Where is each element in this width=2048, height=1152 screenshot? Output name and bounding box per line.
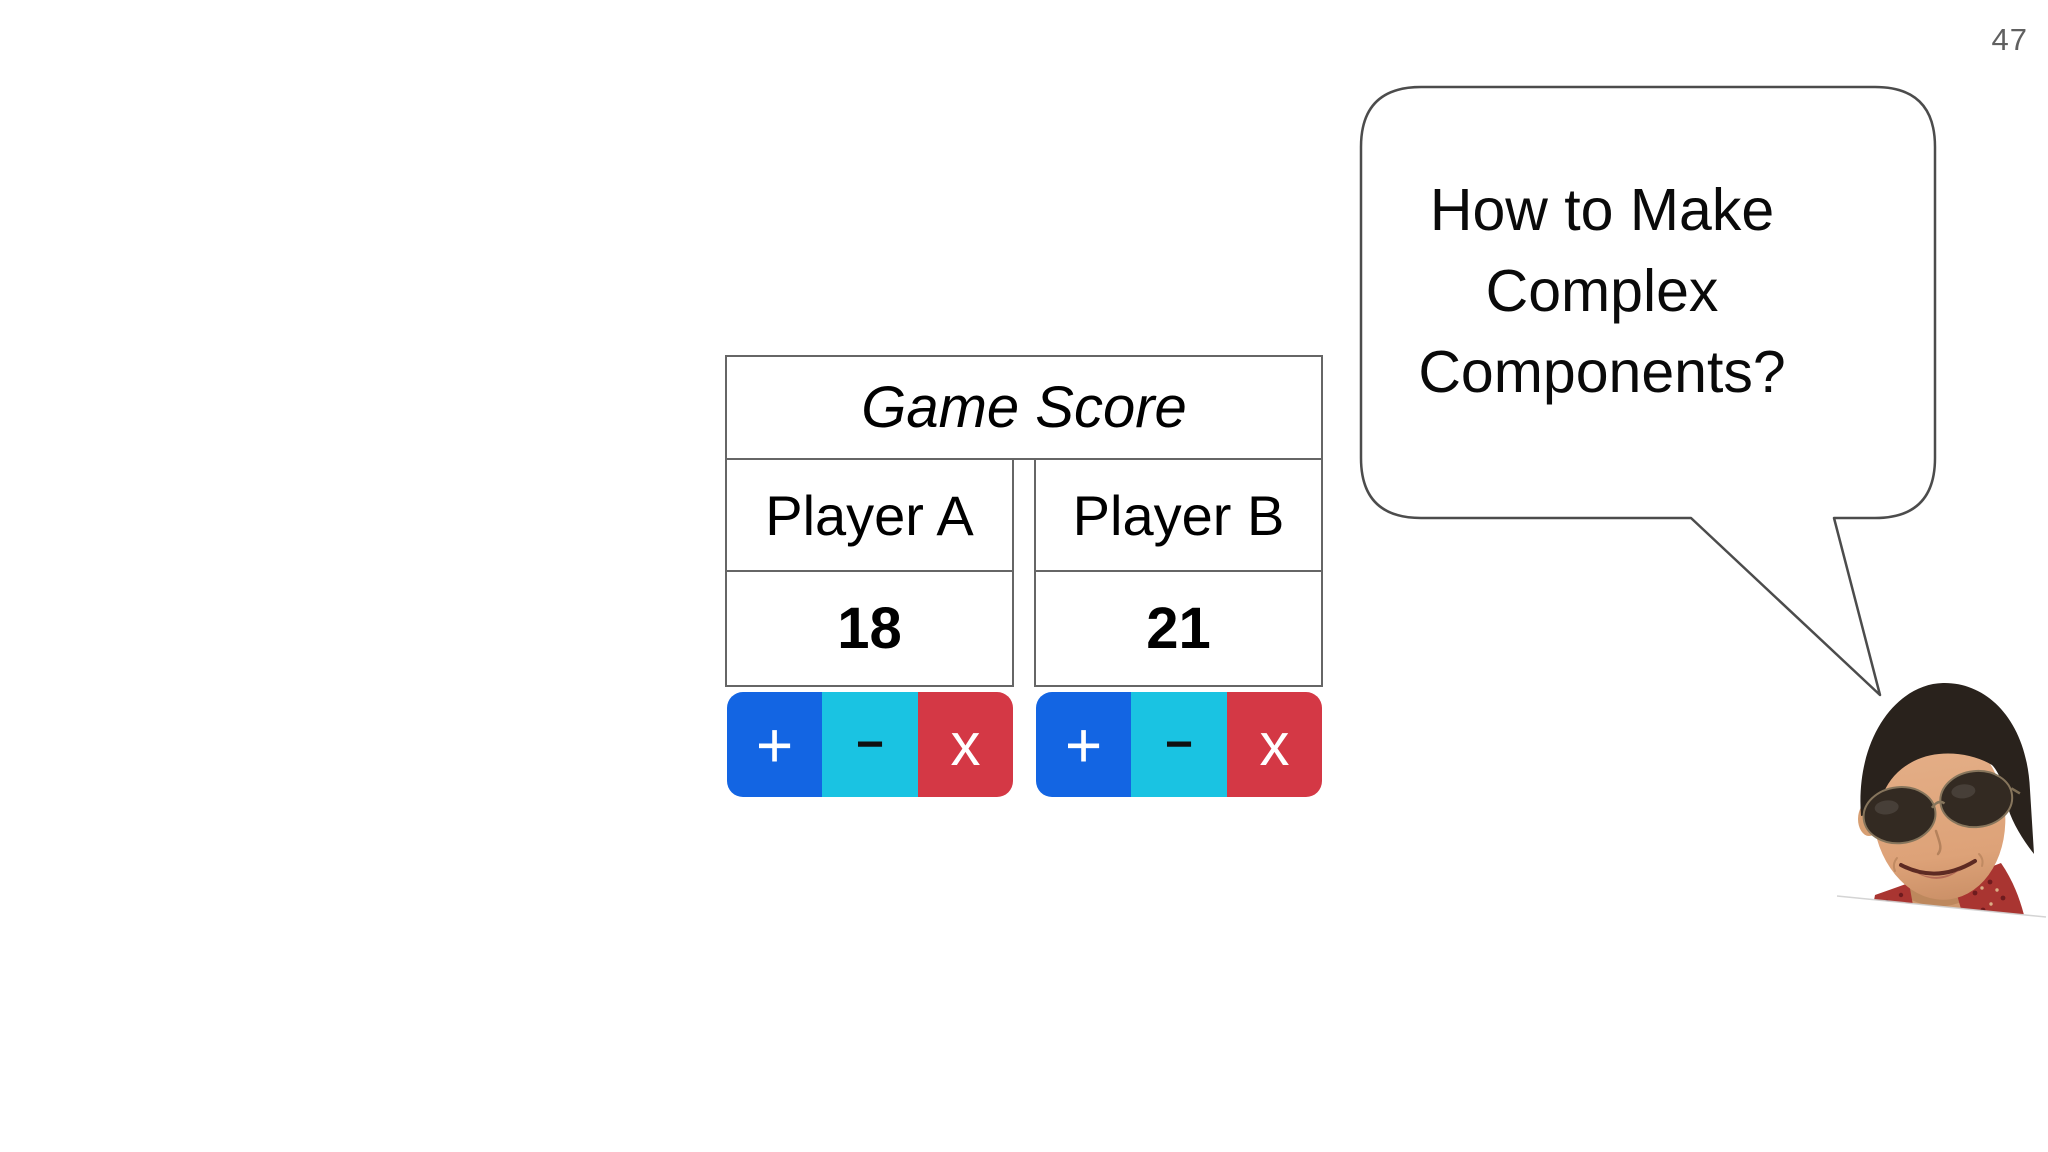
speech-bubble-text: How to Make Complex Components? [1372, 170, 1832, 413]
scoreboard-title: Game Score [725, 355, 1323, 460]
sunglasses [1862, 769, 2021, 845]
speech-bubble-line: How to Make [1429, 177, 1775, 243]
slide-page-number: 47 [1991, 22, 2028, 57]
player-b-column: Player B 21 + − x [1034, 458, 1323, 797]
smile [1899, 859, 1977, 876]
nose [1934, 829, 1942, 856]
shirt-collar-left [1871, 883, 1916, 917]
scoreboard: Game Score Player A 18 + − x Player B 21… [725, 355, 1323, 797]
scoreboard-columns: Player A 18 + − x Player B 21 + − x [725, 458, 1323, 797]
smile-crease-right [1978, 853, 1984, 867]
speaker-photo [1836, 682, 2047, 918]
player-a-score: 18 [725, 570, 1014, 687]
player-b-name: Player B [1034, 458, 1323, 572]
speech-bubble-line: Complex [1485, 258, 1719, 324]
player-b-increment-button[interactable]: + [1036, 692, 1131, 797]
player-a-column: Player A 18 + − x [725, 458, 1014, 797]
photo-edge [1836, 895, 2047, 918]
player-b-remove-button[interactable]: x [1227, 692, 1322, 797]
speech-bubble-outline [1359, 85, 1937, 697]
smile-crease-left [1892, 857, 1898, 872]
hair [1860, 682, 2034, 854]
speech-bubble [1359, 85, 1937, 697]
player-b-decrement-button[interactable]: − [1131, 692, 1227, 797]
player-b-score: 21 [1034, 570, 1323, 687]
speech-bubble-line: Components? [1418, 339, 1786, 405]
player-b-controls: + − x [1036, 692, 1322, 797]
player-a-decrement-button[interactable]: − [822, 692, 918, 797]
player-a-controls: + − x [727, 692, 1013, 797]
player-a-increment-button[interactable]: + [727, 692, 822, 797]
player-a-name: Player A [725, 458, 1014, 572]
lower-lip [1915, 869, 1961, 879]
player-a-remove-button[interactable]: x [918, 692, 1013, 797]
